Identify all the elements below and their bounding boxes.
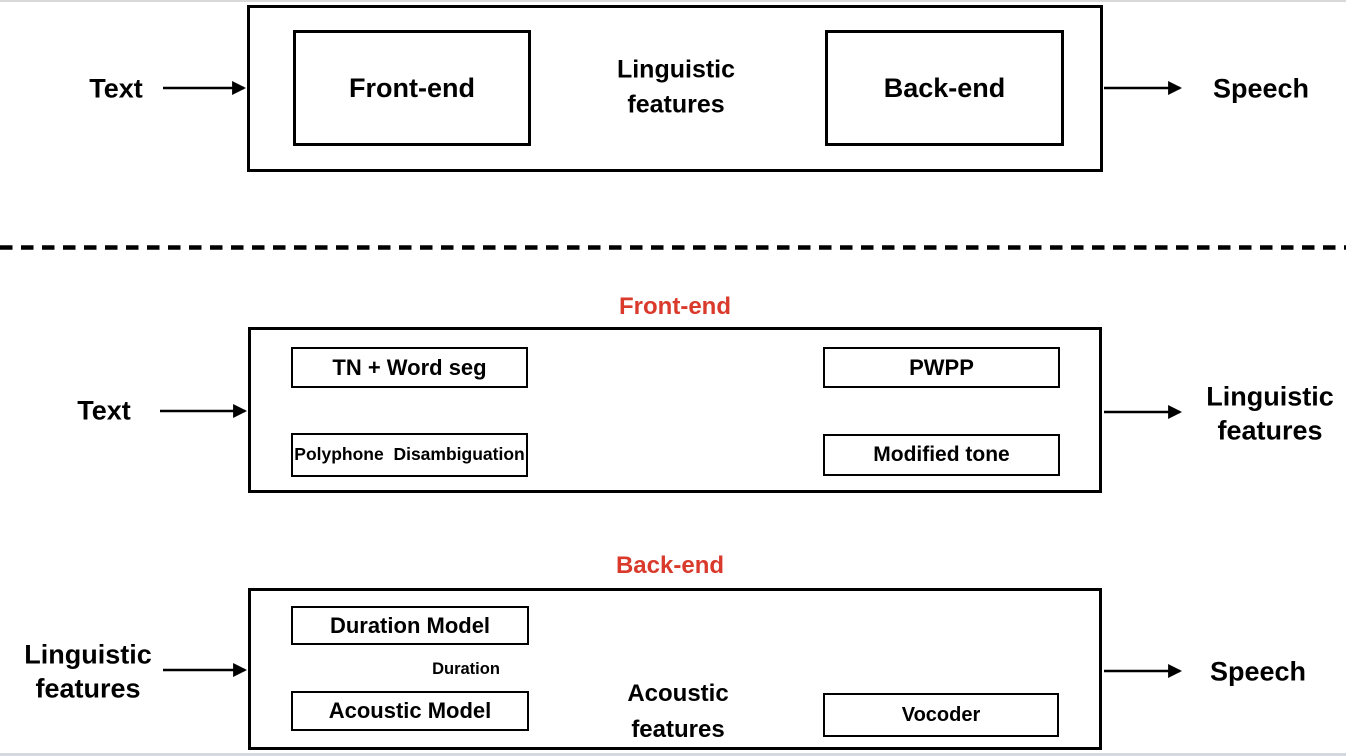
backend-detail-input-label-line2: features [35,673,141,704]
frontend-detail-title: Front-end [619,293,731,320]
duration-arrow-label: Duration [432,659,500,678]
pwpp-label: PWPP [909,354,974,380]
polyphone-disambiguation-label: Polyphone Disambiguation [294,444,525,465]
overview-arrow-label-line2: features [627,90,725,119]
backend-detail-input-label-line1: Linguistic [24,639,152,670]
frontend-detail-input-label: Text [77,395,131,426]
acoustic-features-label-line2: features [631,716,725,743]
tn-word-seg-box: TN + Word seg [291,347,528,388]
backend-detail-title: Back-end [615,552,725,579]
overview-frontend-label: Front-end [349,72,475,103]
top-border-line [0,0,1346,2]
overview-frontend-box: Front-end [293,30,531,146]
duration-model-label: Duration Model [329,612,491,638]
vocoder-box: Vocoder [823,693,1059,737]
overview-input-label: Text [89,73,143,104]
modified-tone-label: Modified tone [873,443,1010,466]
bottom-border-line [0,753,1346,756]
frontend-detail-output-label-line1: Linguistic [1206,381,1334,412]
pwpp-box: PWPP [823,347,1060,388]
tn-word-seg-label: TN + Word seg [332,354,487,380]
acoustic-model-label: Acoustic Model [328,698,492,723]
overview-backend-label: Back-end [883,72,1006,103]
polyphone-disambiguation-box: Polyphone Disambiguation [291,433,528,477]
duration-model-box: Duration Model [291,606,529,645]
acoustic-features-label-line1: Acoustic [627,680,729,707]
overview-backend-box: Back-end [825,30,1064,146]
acoustic-model-box: Acoustic Model [291,691,529,731]
backend-detail-output-label: Speech [1209,656,1307,687]
modified-tone-box: Modified tone [823,434,1060,476]
vocoder-label: Vocoder [901,703,981,726]
overview-output-label: Speech [1212,73,1310,104]
frontend-detail-output-label-line2: features [1217,415,1323,446]
overview-arrow-label-line1: Linguistic [616,55,736,84]
